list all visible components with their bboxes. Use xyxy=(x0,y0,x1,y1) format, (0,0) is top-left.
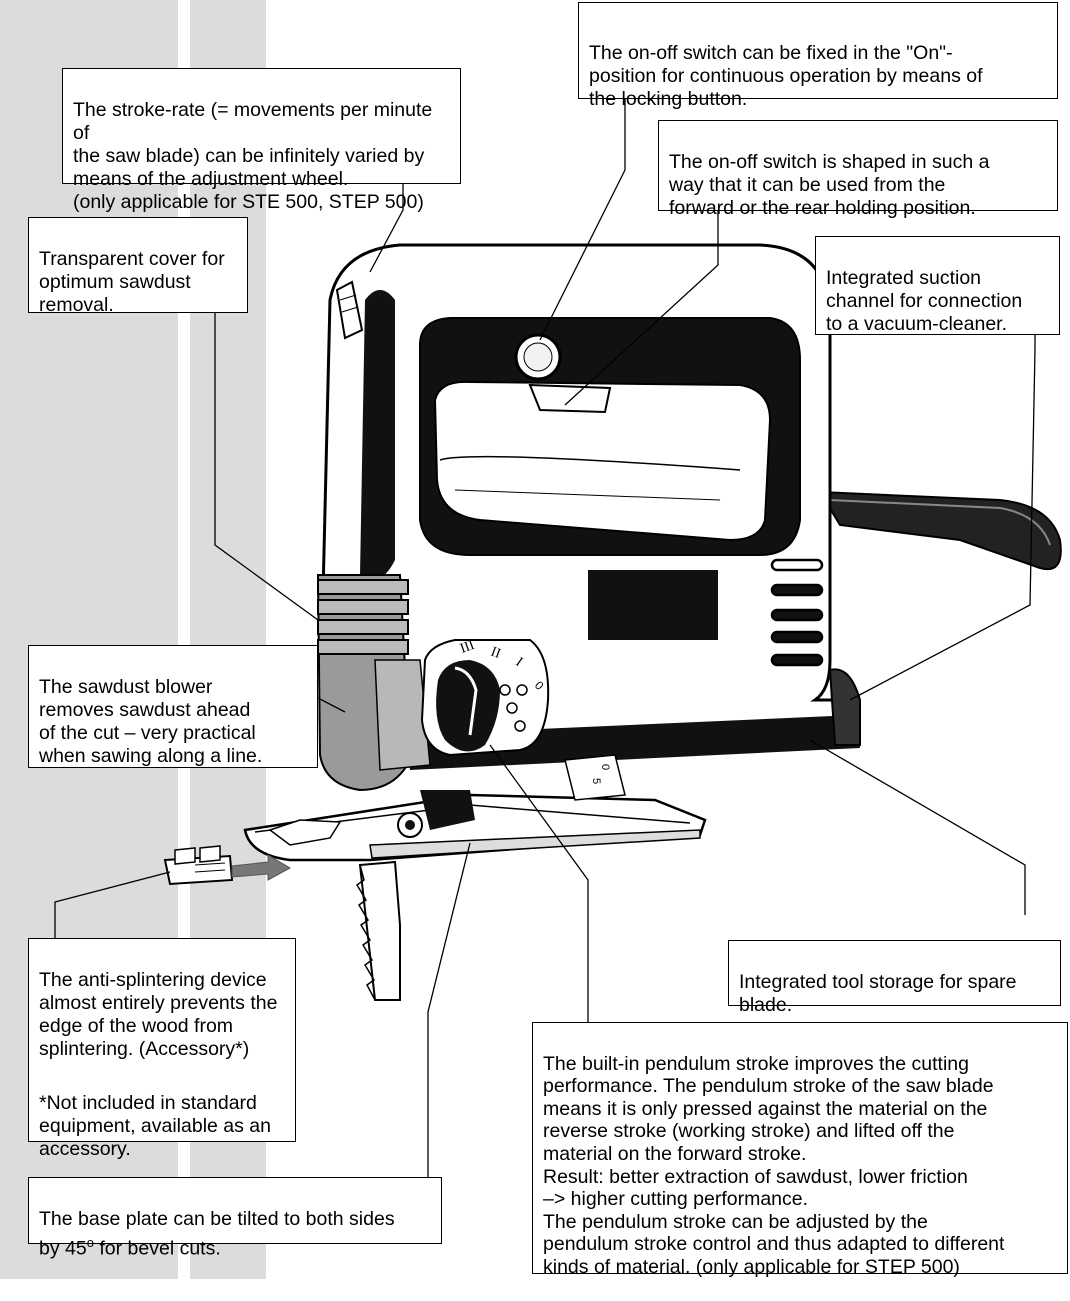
callout-stroke-rate: The stroke-rate (= movements per minute … xyxy=(62,68,461,213)
callout-transparent-cover-text: Transparent cover for optimum sawdust re… xyxy=(39,248,225,316)
degree-sign: o xyxy=(86,1235,94,1250)
saw-blade xyxy=(358,860,401,1001)
callout-pendulum-stroke-text: The built-in pendulum stroke improves th… xyxy=(543,1052,1005,1278)
base-plate-text-main: The base plate can be tilted to both sid… xyxy=(39,1208,395,1260)
callout-transparent-cover: Transparent cover for optimum sawdust re… xyxy=(28,217,248,316)
callout-tool-storage-text: Integrated tool storage for spare blade. xyxy=(739,971,1017,1016)
callout-anti-splintering-note: *Not included in standard equipment, ava… xyxy=(39,1092,271,1160)
callout-sawdust-blower: The sawdust blower removes sawdust ahead… xyxy=(28,645,318,768)
callout-tool-storage: Integrated tool storage for spare blade. xyxy=(728,940,1061,1016)
callout-base-plate-text: The base plate can be tilted to both sid… xyxy=(39,1208,431,1261)
callout-sawdust-blower-text: The sawdust blower removes sawdust ahead… xyxy=(39,676,263,767)
dial-mark-3: III xyxy=(458,638,477,657)
insertion-arrow xyxy=(231,854,292,881)
on-off-switch xyxy=(528,383,612,414)
callout-pendulum-stroke: The built-in pendulum stroke improves th… xyxy=(532,1022,1068,1278)
housing-ridge xyxy=(360,290,395,580)
suction-channel xyxy=(828,668,861,746)
power-cord xyxy=(818,490,1062,571)
cover-vents xyxy=(317,579,409,655)
rating-plate xyxy=(588,570,718,640)
leader-lines xyxy=(54,97,1036,1177)
pendulum-stroke-control xyxy=(436,660,500,752)
scale-mark-0: 0 xyxy=(599,764,611,770)
bevel-scale xyxy=(564,754,626,801)
callout-on-off-lock: The on-off switch can be fixed in the "O… xyxy=(578,2,1058,110)
callout-suction-channel-text: Integrated suction channel for connectio… xyxy=(826,267,1023,335)
callout-on-off-shape: The on-off switch is shaped in such a wa… xyxy=(658,120,1058,219)
callout-on-off-shape-text: The on-off switch is shaped in such a wa… xyxy=(669,151,990,219)
callout-anti-splintering: The anti-splintering device almost entir… xyxy=(28,938,296,1160)
base-plate xyxy=(243,793,707,862)
scale-mark-5: 5 xyxy=(590,778,602,784)
callout-anti-splintering-text: The anti-splintering device almost entir… xyxy=(39,969,278,1060)
air-vents-right xyxy=(770,558,824,667)
anti-splintering-device xyxy=(163,845,234,886)
base-plate-text-end: for bevel cuts. xyxy=(93,1237,221,1260)
callout-suction-channel: Integrated suction channel for connectio… xyxy=(815,236,1060,335)
callout-stroke-rate-text: The stroke-rate (= movements per minute … xyxy=(73,99,433,213)
callout-base-plate: The base plate can be tilted to both sid… xyxy=(28,1177,442,1260)
callout-on-off-lock-text: The on-off switch can be fixed in the "O… xyxy=(589,42,983,110)
lower-band xyxy=(405,715,860,770)
